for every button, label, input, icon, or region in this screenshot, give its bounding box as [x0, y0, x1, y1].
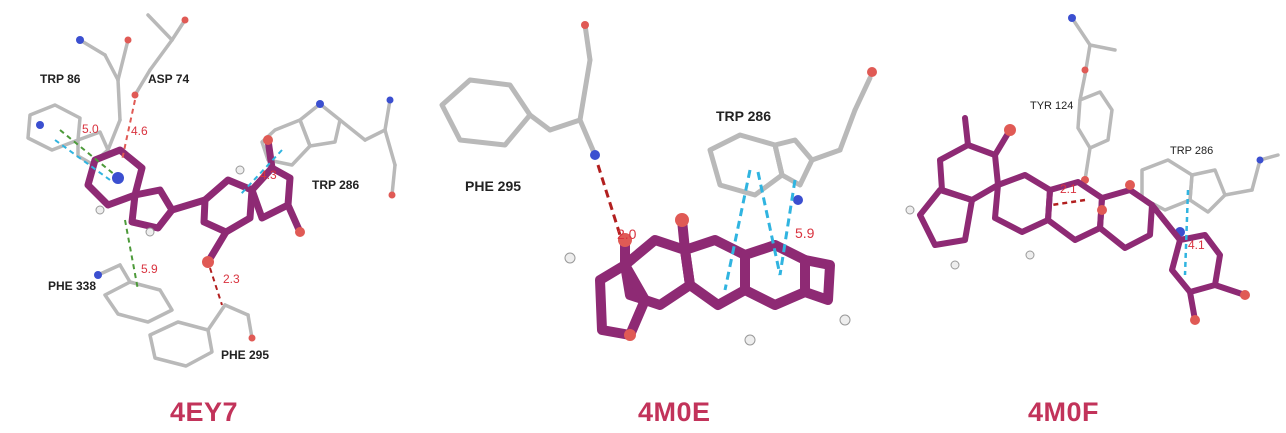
- ligand-atoms-4ey7: [95, 135, 305, 268]
- residue-label: TRP 86: [40, 72, 81, 86]
- distance-label: 5.9: [141, 262, 158, 276]
- ligand-4m0f: [917, 115, 1248, 323]
- interactions-4m0e: [596, 164, 797, 291]
- ligand-4m0e: [595, 215, 835, 340]
- panel-title: 4EY7: [170, 397, 239, 427]
- distance-label: 5.9: [795, 225, 815, 241]
- interactions-4m0f: [1051, 189, 1190, 276]
- molecule-4m0e: [439, 21, 877, 346]
- molecule-4m0f: [905, 14, 1280, 325]
- residue-atoms-4ey7: [36, 16, 396, 342]
- panel-4m0f: TYR 124 TRP 286 2.1 4.1 4M0F: [880, 0, 1286, 433]
- residue-sticks-4ey7: [26, 13, 397, 368]
- distance-label: 2.3: [223, 272, 240, 286]
- distance-label: 2.1: [1060, 182, 1077, 196]
- molecule-4ey7: [26, 13, 397, 368]
- residue-label: TRP 286: [312, 178, 360, 192]
- ligand-atoms-4m0e: [564, 213, 851, 346]
- residue-label: PHE 338: [48, 279, 97, 293]
- residue-atoms-4m0e: [581, 21, 877, 205]
- ligand-atoms-4m0f: [905, 124, 1250, 325]
- distance-label: 4.6: [131, 124, 148, 138]
- residue-label: PHE 295: [221, 348, 270, 362]
- residue-label: TRP 286: [716, 108, 771, 124]
- residue-sticks-4m0f: [1070, 16, 1280, 214]
- residue-sticks-4m0e: [439, 22, 873, 198]
- residue-label: ASP 74: [148, 72, 190, 86]
- distance-label: 2.0: [617, 226, 637, 242]
- panel-4m0e: PHE 295 TRP 286 2.0 5.9 4M0E: [420, 0, 880, 433]
- distance-label: 5.0: [82, 122, 99, 136]
- ligand-4ey7: [84, 136, 304, 266]
- panel-title: 4M0F: [1028, 397, 1100, 427]
- residue-label: PHE 295: [465, 178, 522, 194]
- residue-label: TRP 286: [1170, 145, 1214, 157]
- panel-4ey7: TRP 86 ASP 74 TRP 286 PHE 338 PHE 295 5.…: [0, 0, 420, 433]
- distance-label: 4.1: [1188, 238, 1205, 252]
- residue-label: TYR 124: [1030, 100, 1074, 112]
- panel-title: 4M0E: [638, 397, 711, 427]
- distance-label: 4.3: [260, 168, 277, 182]
- interactions-4ey7: [54, 99, 283, 306]
